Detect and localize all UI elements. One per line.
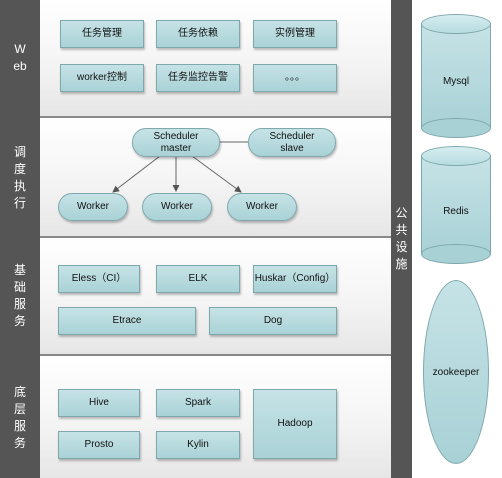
infra-item-hive: Hive: [58, 389, 140, 417]
redis-label: Redis: [443, 205, 469, 217]
base-item-dog: Dog: [209, 307, 337, 335]
master-worker-arrow-3: [191, 155, 242, 193]
layer-label-infra-services-container: 底层服务: [0, 357, 40, 478]
layer-label-base-services-container: 基础服务: [0, 238, 40, 354]
web-layer-band: [40, 0, 391, 116]
redis-label-overlay: Redis: [421, 204, 491, 218]
infra-item-spark: Spark: [156, 389, 240, 417]
scheduler-master: Scheduler master: [132, 128, 220, 157]
zookeeper-ellipse: zookeeper: [423, 280, 489, 464]
base-item-elk: ELK: [156, 265, 240, 293]
layer-label-infra-services: 底层服务: [13, 384, 26, 450]
mysql-bottom: [421, 118, 491, 138]
web-item-task-monitoring-alert: 任务监控告警: [156, 64, 240, 92]
public-facilities-bar: 公共设施: [391, 0, 412, 478]
left-sidebar: [0, 0, 40, 478]
scheduler-slave: Scheduler slave: [248, 128, 336, 157]
layer-label-web-container: Web: [0, 0, 40, 115]
base-item-eless-ci: Eless（CI）: [58, 265, 140, 293]
redis-top: [421, 146, 491, 166]
redis-body: [421, 156, 491, 254]
master-worker-arrow-1: [112, 155, 161, 193]
layer-label-base-services: 基础服务: [13, 263, 26, 328]
infra-item-hadoop: Hadoop: [253, 389, 337, 459]
scheduler-master-label: Scheduler master: [153, 130, 199, 154]
web-item-task-dependency: 任务依赖: [156, 20, 240, 48]
layer-label-scheduling: 调度执行: [13, 144, 26, 210]
layer-separator: [40, 354, 391, 356]
mysql-label-overlay: Mysql: [421, 74, 491, 88]
mysql-label-text: Mysql: [442, 75, 470, 87]
public-facilities-label: 公共设施: [395, 206, 408, 271]
layer-separator: [40, 236, 391, 238]
worker-2: Worker: [142, 193, 212, 221]
web-item-task-management: 任务管理: [60, 20, 144, 48]
scheduler-slave-label: Scheduler slave: [269, 130, 315, 154]
web-item-more: 。。。: [253, 64, 337, 92]
redis-bottom: [421, 244, 491, 264]
mysql-top: [421, 14, 491, 34]
worker-3: Worker: [227, 193, 297, 221]
mysql-cylinder: Mysql: [421, 14, 491, 138]
layer-label-web: Web: [13, 41, 27, 73]
infra-item-prosto: Prosto: [58, 431, 140, 459]
zookeeper-label: zookeeper: [432, 366, 480, 378]
layer-separator: [40, 116, 391, 118]
infra-item-kylin: Kylin: [156, 431, 240, 459]
web-item-instance-management: 实例管理: [253, 20, 337, 48]
worker-1: Worker: [58, 193, 128, 221]
web-item-worker-control: worker控制: [60, 64, 144, 92]
mysql-body: Mysql: [421, 24, 491, 128]
base-item-huskar-config: Huskar（Config）: [253, 265, 337, 293]
layer-label-scheduling-container: 调度执行: [0, 120, 40, 235]
redis-cylinder: [421, 146, 491, 264]
base-item-etrace: Etrace: [58, 307, 196, 335]
